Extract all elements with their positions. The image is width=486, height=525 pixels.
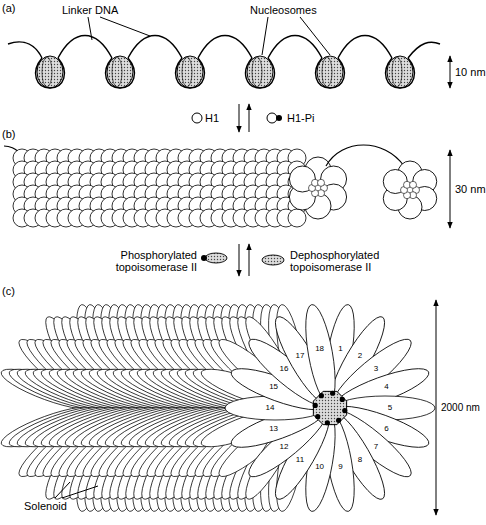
chromatin-loop — [300, 303, 341, 406]
leader-line — [88, 17, 92, 40]
annotation-label: Nucleosomes — [250, 4, 317, 16]
nucleosome-rim — [252, 57, 262, 87]
h1-symbol — [192, 113, 202, 123]
leader-line — [62, 486, 98, 498]
rosette-core — [410, 181, 417, 188]
phosphate-dot — [313, 403, 318, 408]
dna-wrap — [176, 58, 205, 88]
dimension-arrow — [450, 150, 451, 228]
callout-number: 3 — [369, 364, 383, 373]
nucleosome-rim — [112, 57, 122, 87]
panel-label: (b) — [2, 128, 15, 140]
phosphate-dot — [319, 393, 324, 398]
phosphate-dot — [325, 420, 330, 425]
nucleosome-disc — [177, 56, 203, 88]
linker-dna — [198, 36, 252, 59]
illustration — [0, 17, 450, 515]
dna-wrap — [106, 58, 135, 88]
linker-dna — [58, 36, 112, 59]
callout-number: 2 — [353, 351, 367, 360]
panel-label: (a) — [2, 2, 15, 14]
rosette-nucleosome — [289, 166, 315, 192]
callout-number: 16 — [277, 364, 291, 373]
nucleosome-rim — [42, 57, 52, 87]
nucleosome-rim — [392, 57, 402, 87]
callout-number: 15 — [267, 382, 281, 391]
dimension-arrow — [450, 56, 451, 88]
phosphate-dot — [342, 408, 347, 413]
leader-line — [100, 17, 150, 36]
rosette-nucleosome — [383, 170, 407, 194]
callout-number: 11 — [293, 455, 307, 464]
nucleosome-rim — [322, 57, 332, 87]
phosphate-dot — [330, 391, 335, 396]
linker-dna — [128, 36, 182, 59]
annotation-label: 30 nm — [455, 183, 486, 195]
equilibrium-arrow — [239, 244, 240, 276]
dna-wrap — [246, 58, 275, 88]
phosphate-dot — [336, 418, 341, 423]
annotation-label: Dephosphorylated topoisomerase II — [290, 249, 405, 273]
rosette-core — [318, 179, 325, 186]
nucleosome-disc — [247, 56, 273, 88]
annotation-label: Phosphorylated topoisomerase II — [92, 249, 197, 273]
linker-dna — [8, 42, 42, 58]
annotation-label: H1-Pi — [287, 112, 315, 124]
callout-number: 14 — [263, 403, 277, 412]
callout-number: 6 — [379, 424, 393, 433]
equilibrium-arrow — [239, 104, 240, 132]
phosphate-dot — [340, 397, 345, 402]
dimension-arrow — [436, 300, 437, 515]
annotation-label: 10 nm — [455, 66, 486, 78]
dna-wrap — [316, 58, 345, 88]
callout-number: 1 — [333, 344, 347, 353]
leader-line — [300, 17, 330, 55]
callout-number: 18 — [313, 344, 327, 353]
h1-symbol — [267, 113, 277, 123]
leader-line — [262, 17, 268, 55]
callout-number: 4 — [379, 382, 393, 391]
annotation-label: Linker DNA — [62, 4, 118, 16]
callout-number: 13 — [267, 424, 281, 433]
annotation-label: 2000 nm — [441, 402, 480, 413]
phosphate-dot — [315, 414, 320, 419]
callout-number: 12 — [277, 442, 291, 451]
annotation-label: H1 — [205, 112, 219, 124]
equilibrium-arrow — [249, 244, 250, 276]
nucleosome-disc — [317, 56, 343, 88]
callout-number: 9 — [333, 462, 347, 471]
callout-number: 8 — [353, 455, 367, 464]
dna-wrap — [386, 58, 415, 88]
nucleosome-disc — [37, 56, 63, 88]
linker-dna — [338, 36, 392, 59]
phosphate-dot — [201, 255, 207, 261]
panel-label: (c) — [2, 285, 15, 297]
callout-number: 10 — [313, 462, 327, 471]
fiber-nucleosome — [288, 209, 306, 227]
linker-dna — [326, 145, 404, 166]
topoisomerase-symbol — [205, 253, 227, 263]
nucleosome-rim — [182, 57, 192, 87]
nucleosome-disc — [387, 56, 413, 88]
annotation-label: Solenoid — [24, 500, 67, 512]
callout-number: 17 — [293, 351, 307, 360]
phosphate-dot — [276, 115, 282, 121]
linker-dna — [408, 42, 440, 58]
protein-scaffold — [313, 391, 346, 424]
linker-dna — [268, 36, 322, 59]
topoisomerase-symbol — [262, 255, 284, 265]
nucleosome-disc — [107, 56, 133, 88]
callout-number: 7 — [369, 442, 383, 451]
dna-wrap — [36, 58, 65, 88]
callout-number: 5 — [383, 403, 397, 412]
equilibrium-arrow — [249, 104, 250, 132]
